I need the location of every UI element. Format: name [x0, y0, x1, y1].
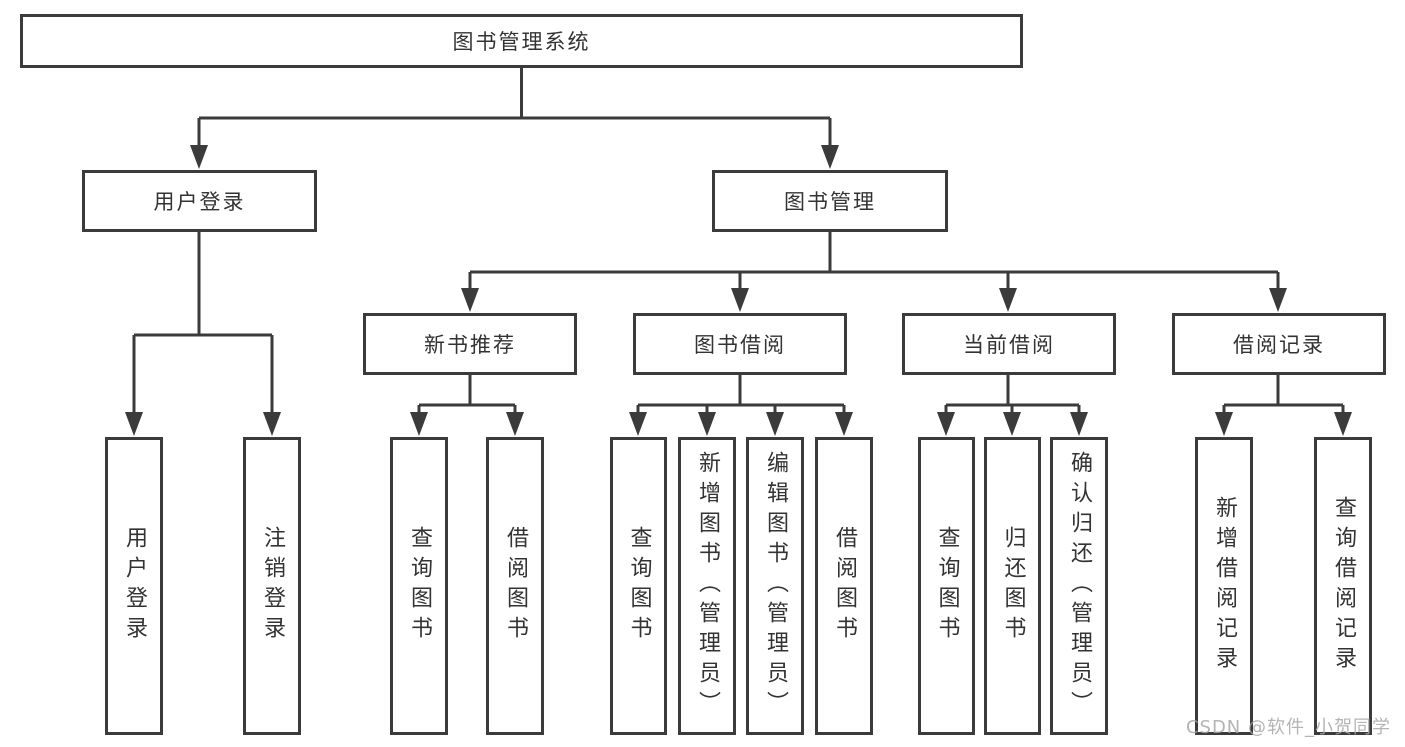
leaf-label: 借阅图书 [503, 526, 528, 646]
leaf-borrow-books-recommend: 借阅图书 [486, 437, 544, 735]
leaf-query-borrow-record: 查询借阅记录 [1314, 437, 1372, 735]
leaf-label: 查询借阅记录 [1331, 496, 1356, 676]
leaf-user-login: 用户登录 [105, 437, 163, 735]
node-new-book-recommend: 新书推荐 [363, 313, 577, 375]
node-label: 图书借阅 [694, 333, 786, 357]
leaf-label: 确认归还（管理员） [1067, 451, 1092, 721]
node-current-borrow: 当前借阅 [902, 313, 1116, 375]
node-user-login: 用户登录 [82, 170, 317, 232]
leaf-add-book-admin: 新增图书（管理员） [678, 437, 736, 735]
leaf-label: 查询图书 [407, 526, 432, 646]
node-label: 借阅记录 [1233, 333, 1325, 357]
node-book-management: 图书管理 [712, 170, 948, 232]
leaf-borrow-books: 借阅图书 [815, 437, 873, 735]
node-borrow-records: 借阅记录 [1172, 313, 1386, 375]
node-label: 当前借阅 [963, 333, 1055, 357]
leaf-label: 编辑图书（管理员） [763, 451, 788, 721]
leaf-label: 查询图书 [626, 526, 652, 646]
node-label: 图书管理 [784, 190, 876, 214]
leaf-edit-book-admin: 编辑图书（管理员） [746, 437, 804, 735]
leaf-confirm-return-admin: 确认归还（管理员） [1050, 437, 1108, 735]
leaf-label: 查询图书 [934, 526, 960, 646]
leaf-label: 新增借阅记录 [1212, 496, 1237, 676]
leaf-label: 借阅图书 [832, 526, 857, 646]
leaf-return-book: 归还图书 [984, 437, 1041, 735]
leaf-label: 注销登录 [260, 526, 285, 646]
leaf-query-books-current: 查询图书 [918, 437, 975, 735]
node-book-borrow: 图书借阅 [633, 313, 847, 375]
leaf-label: 新增图书（管理员） [695, 451, 720, 721]
node-library-management-system: 图书管理系统 [20, 14, 1023, 68]
leaf-label: 归还图书 [1000, 526, 1026, 646]
leaf-logout: 注销登录 [243, 437, 301, 735]
leaf-query-books-recommend: 查询图书 [390, 437, 448, 735]
leaf-label: 用户登录 [122, 526, 147, 646]
node-label: 新书推荐 [424, 333, 516, 357]
leaf-query-books-borrow: 查询图书 [610, 437, 667, 735]
leaf-add-borrow-record: 新增借阅记录 [1195, 437, 1253, 735]
node-label: 图书管理系统 [452, 30, 591, 54]
node-label: 用户登录 [153, 190, 246, 214]
